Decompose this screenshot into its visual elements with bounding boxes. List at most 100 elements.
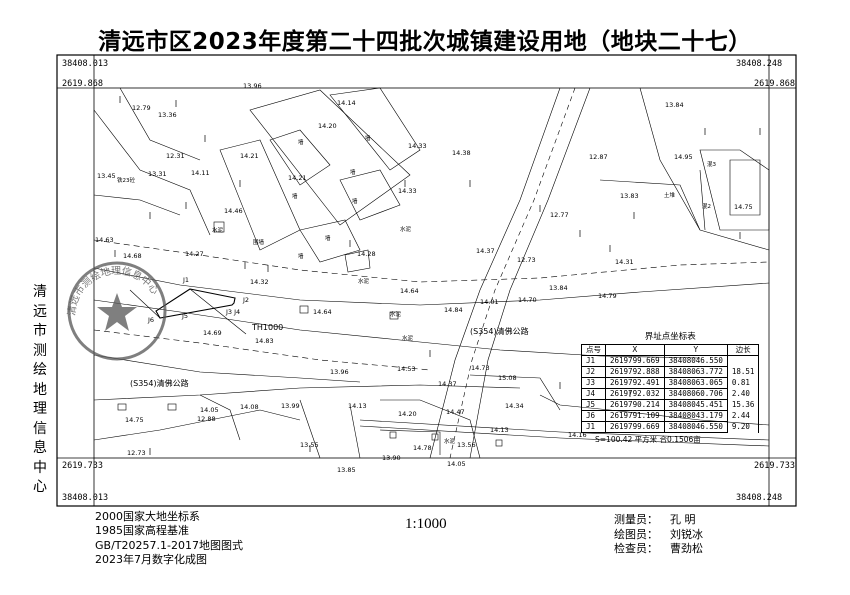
elev-label: 14.14 xyxy=(337,99,356,107)
building-right-1 xyxy=(699,149,770,231)
elev-label: 12.73 xyxy=(127,449,146,457)
corner-bottom-left-y: 2619.733 xyxy=(62,461,103,471)
corner-top-left-x: 38408.013 xyxy=(62,59,109,69)
building-block-5 xyxy=(299,219,361,263)
small-box-7 xyxy=(299,305,309,314)
elev-label: 14.83 xyxy=(255,337,274,345)
svg-text:水泥: 水泥 xyxy=(390,310,402,318)
parcel-point-label: J3 J4 xyxy=(225,308,240,316)
elev-label: 14.21 xyxy=(240,152,259,160)
table-row: J6 2619791.109 38408043.179 2.44 xyxy=(581,410,760,422)
cross-road-2 xyxy=(469,87,591,459)
small-box-2 xyxy=(167,403,177,411)
header-x: X xyxy=(605,344,665,356)
rail-1 xyxy=(359,419,770,441)
elev-label: 13.90 xyxy=(382,454,401,462)
svg-text:水泥: 水泥 xyxy=(444,437,456,445)
elev-label: 14.37 xyxy=(476,247,495,255)
svg-text:墙: 墙 xyxy=(298,252,304,260)
elev-label: 13.96 xyxy=(243,82,262,90)
road-name-label: (S354)清佛公路 xyxy=(130,378,189,388)
boundary-coordinate-table: 界址点坐标表 点号 X Y 边长 J1 2619799.669 38408046… xyxy=(581,330,760,445)
boundary-left-3 xyxy=(93,194,181,216)
small-box-4 xyxy=(431,433,439,441)
elev-label: 14.64 xyxy=(313,308,332,316)
elev-label: 14.69 xyxy=(203,329,222,337)
lower-line-2 xyxy=(299,399,321,459)
table-header-row: 点号 X Y 边长 xyxy=(581,344,760,356)
svg-text:墙: 墙 xyxy=(298,138,304,146)
small-box-1 xyxy=(117,403,127,411)
coordinate-system-label: 2000国家大地坐标系 xyxy=(95,510,200,523)
road-name-label: (S354)清佛公路 xyxy=(470,326,529,336)
building-right-2 xyxy=(729,159,761,216)
map-title: 清远市区2023年度第二十四批次城镇建设用地（地块二十七） xyxy=(98,29,752,55)
elev-label: 13.45 xyxy=(97,172,116,180)
svg-text:混3: 混3 xyxy=(707,160,717,168)
svg-text:混2: 混2 xyxy=(702,202,711,210)
corner-top-right-y: 2619.868 xyxy=(754,79,795,89)
small-box-5 xyxy=(495,439,503,447)
elev-label: 14.31 xyxy=(615,258,634,266)
building-block-1 xyxy=(249,89,411,226)
map-scale: 1:1000 xyxy=(405,516,447,532)
road-edge-3 xyxy=(93,354,361,383)
map-frame xyxy=(93,87,770,459)
elev-label: 14.63 xyxy=(95,236,114,244)
corner-top-right-x: 38408.248 xyxy=(736,59,783,69)
elevation-datum-label: 1985国家高程基准 xyxy=(95,524,189,538)
elev-label: 14.05 xyxy=(200,406,219,414)
official-seal xyxy=(67,261,167,361)
corner-bottom-right-x: 38408.248 xyxy=(736,493,783,503)
parcel-polygon xyxy=(155,288,236,319)
svg-text:土堆: 土堆 xyxy=(664,191,676,199)
building-block-3 xyxy=(329,87,421,171)
elev-label: 14.27 xyxy=(185,250,204,258)
elev-label: 14.95 xyxy=(674,153,693,161)
lower-line-1 xyxy=(93,409,301,441)
svg-text:水泥: 水泥 xyxy=(358,277,370,285)
elev-label: 14.70 xyxy=(518,296,537,304)
table-row: J4 2619792.032 38408060.706 2.40 xyxy=(581,388,760,400)
table-row: J1 2619799.669 38408046.550 9.20 xyxy=(581,421,760,433)
parcel-point-label: J1 xyxy=(182,276,189,284)
table-row: J5 2619790.214 38408045.451 15.36 xyxy=(581,399,760,411)
svg-text:铁23砼: 铁23砼 xyxy=(117,176,135,184)
svg-text:水泥: 水泥 xyxy=(212,226,224,234)
boundary-left-2 xyxy=(119,87,201,161)
elevation-labels: 13.96 14.14 12.79 13.36 14.20 14.33 14.3… xyxy=(95,82,753,474)
road-center-1 xyxy=(93,239,770,283)
elev-label: 14.20 xyxy=(398,410,417,418)
building-block-4 xyxy=(219,139,301,251)
parcel-boundary xyxy=(155,288,236,319)
boundary-left-1 xyxy=(93,109,211,236)
elev-label: 14.78 xyxy=(413,444,432,452)
elev-label: 13.96 xyxy=(330,368,349,376)
lower-line-6 xyxy=(199,394,241,441)
elev-label: 14.73 xyxy=(471,364,490,372)
corner-ticks xyxy=(57,55,796,506)
small-box-6 xyxy=(213,221,225,233)
staff-list: 测量员：孔 明 绘图员：刘锐冰 检查员：曹劲松 xyxy=(614,513,703,557)
header-point: 点号 xyxy=(581,344,606,356)
elev-label: 13.56 xyxy=(457,441,476,449)
corner-bottom-right-y: 2619.733 xyxy=(754,461,795,471)
table-caption: 界址点坐标表 xyxy=(644,332,696,342)
boundary-right-1 xyxy=(639,87,770,251)
table-row: J1 2619799.669 38408046.550 xyxy=(581,355,760,367)
elev-label: 14.84 xyxy=(444,306,463,314)
elev-label: 13.84 xyxy=(665,101,684,109)
cross-road-center xyxy=(449,87,576,459)
road-center-2 xyxy=(93,329,431,371)
elev-label: 14.33 xyxy=(398,187,417,195)
parcel-point-label: J6 xyxy=(147,316,154,324)
svg-text:围墙: 围墙 xyxy=(253,238,265,246)
elev-label: 14.68 xyxy=(123,252,142,260)
building-block-2 xyxy=(269,129,331,186)
elev-label: 12.87 xyxy=(589,153,608,161)
building-block-6 xyxy=(339,169,401,221)
elev-label: 14.11 xyxy=(191,169,210,177)
elev-label: 14.32 xyxy=(250,278,269,286)
cross-road-1 xyxy=(429,87,561,459)
